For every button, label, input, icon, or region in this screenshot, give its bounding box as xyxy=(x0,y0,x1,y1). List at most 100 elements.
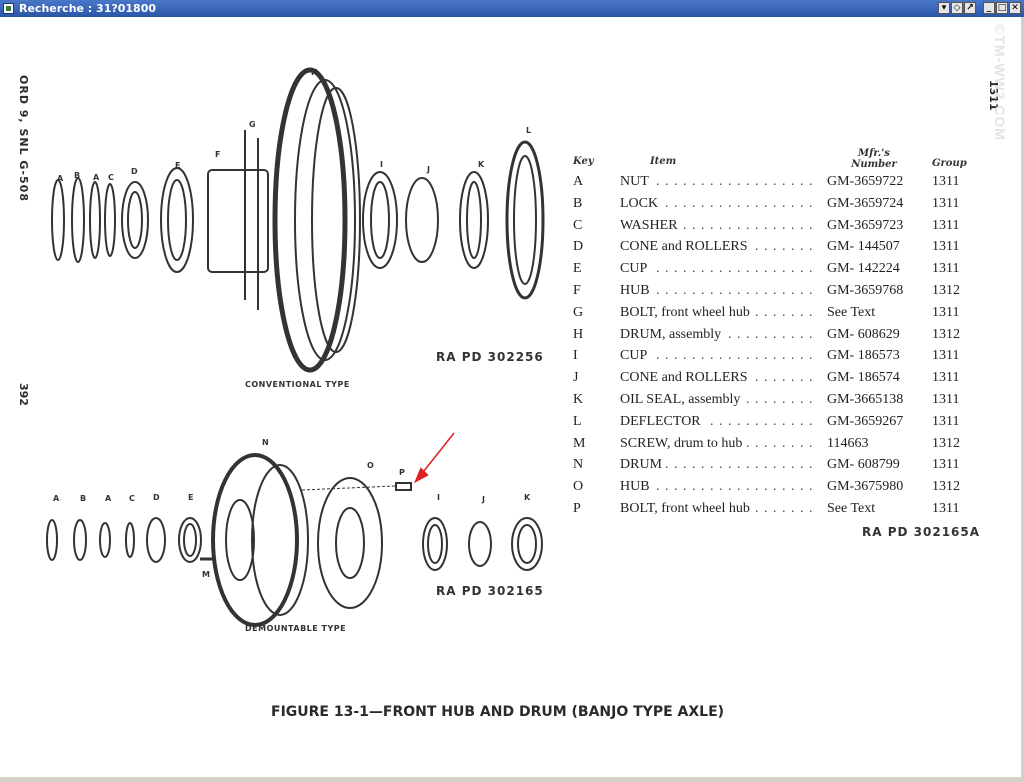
cell-group: 1311 xyxy=(932,304,960,320)
cell-group: 1311 xyxy=(932,261,960,277)
table-row: . . . . . . . . . . . . . . . . . . . . … xyxy=(570,413,970,436)
callout-label: C xyxy=(129,494,136,503)
cell-number: GM-3659722 xyxy=(824,174,904,190)
app-icon[interactable] xyxy=(3,3,14,14)
leader-dots: . . . . . . . . . . . . . . . . . . . . … xyxy=(620,174,818,189)
table-row: . . . . . . . . . . . . . . . . . . . . … xyxy=(570,174,970,196)
cell-group: 1312 xyxy=(932,326,960,342)
cell-item: HUB xyxy=(620,479,653,496)
cell-key: D xyxy=(573,239,584,255)
callout-label: A xyxy=(105,494,112,503)
cell-number: GM-3659267 xyxy=(824,413,904,430)
red-arrow xyxy=(419,432,455,477)
window-titlebar: Recherche : 31?01800 ▾ ◇ ↗ _ □ ✕ xyxy=(0,0,1024,17)
cell-group: 1311 xyxy=(932,239,960,255)
table-row: . . . . . . . . . . . . . . . . . . . . … xyxy=(570,435,970,458)
ordnance-reference: ORD 9, SNL G-508 xyxy=(17,75,30,202)
cell-item: BOLT, front wheel hub xyxy=(620,501,753,517)
cell-key: N xyxy=(573,457,584,473)
cell-key: C xyxy=(573,217,583,233)
cell-item: CUP xyxy=(620,348,651,365)
cell-item: CONE and ROLLERS xyxy=(620,370,751,387)
cell-group: 1311 xyxy=(932,457,960,473)
cell-item: DRUM xyxy=(620,457,666,474)
cell-key: B xyxy=(573,195,583,211)
vertical-scrollbar[interactable] xyxy=(1021,17,1024,777)
callout-label: A xyxy=(57,174,64,183)
cell-number: GM-3659724 xyxy=(824,195,904,212)
cell-number: GM-3665138 xyxy=(824,392,904,408)
cell-key: O xyxy=(573,479,584,495)
cell-group: 1311 xyxy=(932,370,960,386)
table-row: . . . . . . . . . . . . . . . . . . . . … xyxy=(570,370,970,392)
cell-group: 1311 xyxy=(932,413,960,429)
table-row: . . . . . . . . . . . . . . . . . . . . … xyxy=(570,479,970,501)
table-row: . . . . . . . . . . . . . . . . . . . . … xyxy=(570,239,970,261)
demountable-ref: RA PD 302165 xyxy=(436,584,544,598)
cell-number: See Text xyxy=(824,304,876,321)
close-button[interactable]: ✕ xyxy=(1009,2,1021,14)
cell-key: I xyxy=(573,348,578,364)
callout-label: M xyxy=(202,570,211,579)
header-item: Item xyxy=(650,156,677,167)
cell-key: E xyxy=(573,261,582,277)
demountable-caption: DEMOUNTABLE TYPE xyxy=(245,624,347,633)
leader-dots: . . . . . . . . . . . . . . . . . . . . … xyxy=(620,261,818,277)
minimize-button[interactable]: _ xyxy=(983,2,995,14)
table-ref: RA PD 302165A xyxy=(862,525,981,539)
cell-number: GM- 186573 xyxy=(824,348,900,365)
leader-dots: . . . . . . . . . . . . . . . . . . . . … xyxy=(620,479,818,495)
callout-label: E xyxy=(188,493,194,502)
exploded-view-illustration xyxy=(46,67,545,627)
cell-number: GM- 144507 xyxy=(824,239,900,256)
callout-label: D xyxy=(153,493,161,502)
cell-item: DRUM, assembly xyxy=(620,326,725,343)
callout-label: A xyxy=(53,494,60,503)
table-row: . . . . . . . . . . . . . . . . . . . . … xyxy=(570,501,970,523)
leader-dots: . . . . . . . . . . . . . . . . . . . . … xyxy=(620,195,818,211)
callout-label: A xyxy=(93,173,100,182)
leader-dots: . . . . . . . . . . . . . . . . . . . . … xyxy=(620,348,818,364)
pin-icon[interactable]: ◇ xyxy=(951,2,963,14)
table-row: . . . . . . . . . . . . . . . . . . . . … xyxy=(570,348,970,370)
popout-icon[interactable]: ↗ xyxy=(964,2,976,14)
callout-label: L xyxy=(526,126,532,135)
cell-item: CUP xyxy=(620,261,651,278)
cell-group: 1311 xyxy=(932,501,960,516)
cell-number: See Text xyxy=(824,501,876,517)
cell-item: CONE and ROLLERS xyxy=(620,239,751,256)
conventional-caption: CONVENTIONAL TYPE xyxy=(245,380,350,389)
callout-label: I xyxy=(380,160,384,169)
cell-group: 1311 xyxy=(932,348,960,364)
leader-dots: . . . . . . . . . . . . . . . . . . . . … xyxy=(620,457,818,473)
maximize-button[interactable]: □ xyxy=(996,2,1008,14)
cell-item: DEFLECTOR xyxy=(620,413,704,430)
table-row: . . . . . . . . . . . . . . . . . . . . … xyxy=(570,457,970,479)
cell-group: 1311 xyxy=(932,392,960,407)
callout-label: B xyxy=(74,171,81,180)
callout-label: J xyxy=(427,165,431,174)
cell-number: GM-3675980 xyxy=(824,479,904,496)
dropdown-icon[interactable]: ▾ xyxy=(938,2,950,14)
cell-key: A xyxy=(573,174,584,189)
callout-label: O xyxy=(367,461,375,470)
header-key: Key xyxy=(573,156,594,167)
callout-label: J xyxy=(482,495,486,504)
table-row: . . . . . . . . . . . . . . . . . . . . … xyxy=(570,261,970,283)
callout-label: K xyxy=(478,160,485,169)
cell-number: GM-3659768 xyxy=(824,283,904,299)
callout-label: C xyxy=(108,173,115,182)
table-row: . . . . . . . . . . . . . . . . . . . . … xyxy=(570,304,970,327)
table-row: . . . . . . . . . . . . . . . . . . . . … xyxy=(570,195,970,218)
table-row: . . . . . . . . . . . . . . . . . . . . … xyxy=(570,283,970,305)
cell-number: GM- 142224 xyxy=(824,261,900,278)
cell-group: 1312 xyxy=(932,479,960,495)
window-controls: ▾ ◇ ↗ _ □ ✕ xyxy=(938,2,1021,14)
demountable-assembly-drawing xyxy=(46,453,543,627)
watermark: ©TM-WW2.COM xyxy=(992,24,1008,141)
cell-group: 1311 xyxy=(932,217,960,233)
callout-label: D xyxy=(131,167,139,176)
cell-key: J xyxy=(573,370,579,386)
cell-number: GM- 608629 xyxy=(824,326,900,343)
header-number: Mfr.'s Number xyxy=(851,148,897,170)
